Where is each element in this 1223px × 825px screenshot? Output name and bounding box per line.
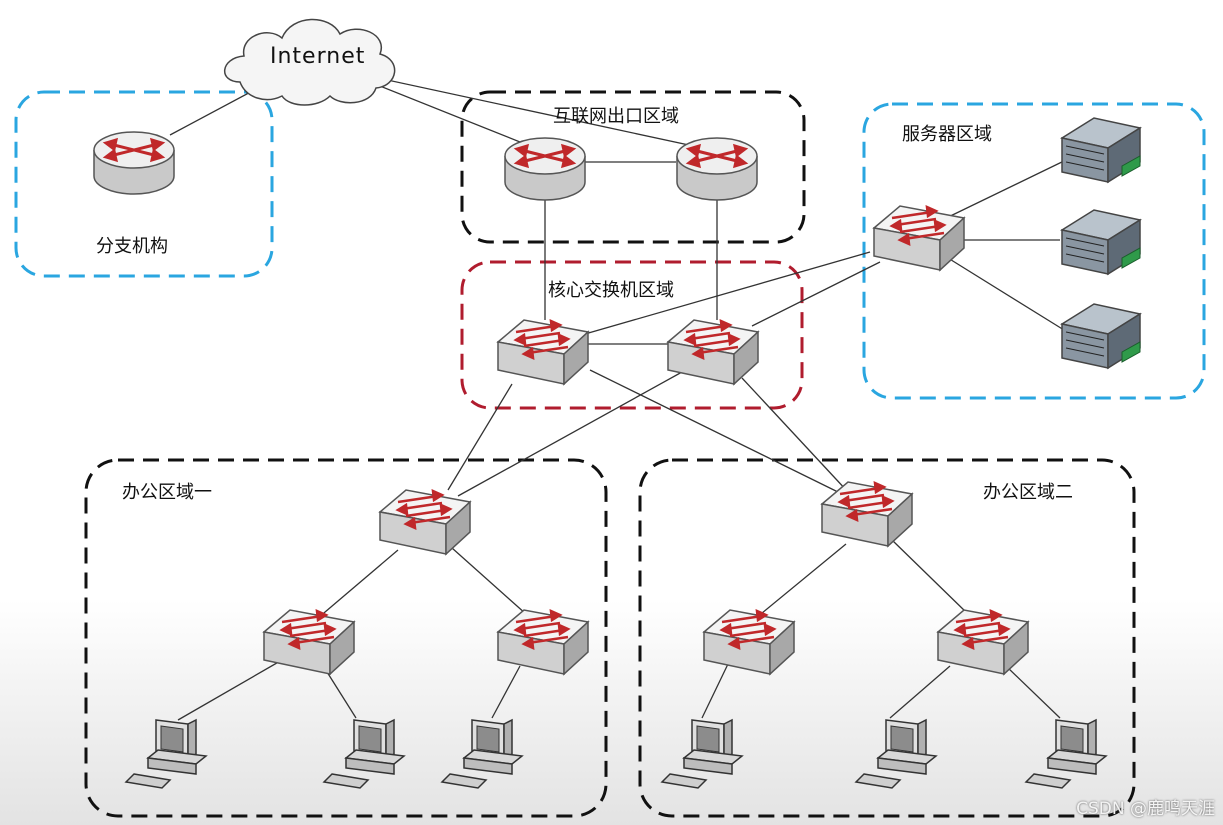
watermark: CSDN @鹿鸣天涯 (1076, 799, 1215, 819)
server-3-icon (1061, 303, 1141, 369)
pc-4-icon (661, 719, 743, 789)
core-switch-2-icon (666, 318, 760, 386)
zone-server-box (862, 102, 1206, 400)
zone-internet-exit-label: 互联网出口区域 (553, 106, 679, 127)
zone-office2-label: 办公区域二 (983, 482, 1073, 503)
zone-core-box (460, 260, 804, 410)
internet-label: Internet (270, 44, 366, 69)
zone-office1-label: 办公区域一 (122, 482, 212, 503)
zone-branch-box (14, 90, 274, 278)
pc-5-icon (855, 719, 937, 789)
server-switch-icon (872, 204, 966, 272)
zone-server-label: 服务器区域 (902, 124, 992, 145)
network-links (169, 77, 1067, 721)
zone-office2-box (638, 458, 1136, 818)
exit-router-1-icon (503, 136, 587, 202)
office1-aggregation-switch-icon (378, 488, 472, 556)
office2-access-switch-1-icon (702, 608, 796, 676)
server-1-icon (1061, 117, 1141, 183)
branch-router-icon (92, 130, 176, 196)
zone-internet-exit-box (460, 90, 806, 244)
zone-core-label: 核心交换机区域 (548, 280, 674, 301)
office1-access-switch-2-icon (496, 608, 590, 676)
office1-access-switch-1-icon (262, 608, 356, 676)
pc-2-icon (323, 719, 405, 789)
pc-3-icon (441, 719, 523, 789)
office2-aggregation-switch-icon (820, 480, 914, 548)
zone-branch-label: 分支机构 (96, 236, 168, 257)
internet-cloud-icon (223, 18, 396, 106)
core-switch-1-icon (496, 318, 590, 386)
office2-access-switch-2-icon (936, 608, 1030, 676)
zone-office1-box (84, 458, 608, 818)
pc-6-icon (1025, 719, 1107, 789)
pc-1-icon (125, 719, 207, 789)
exit-router-2-icon (675, 136, 759, 202)
server-2-icon (1061, 209, 1141, 275)
